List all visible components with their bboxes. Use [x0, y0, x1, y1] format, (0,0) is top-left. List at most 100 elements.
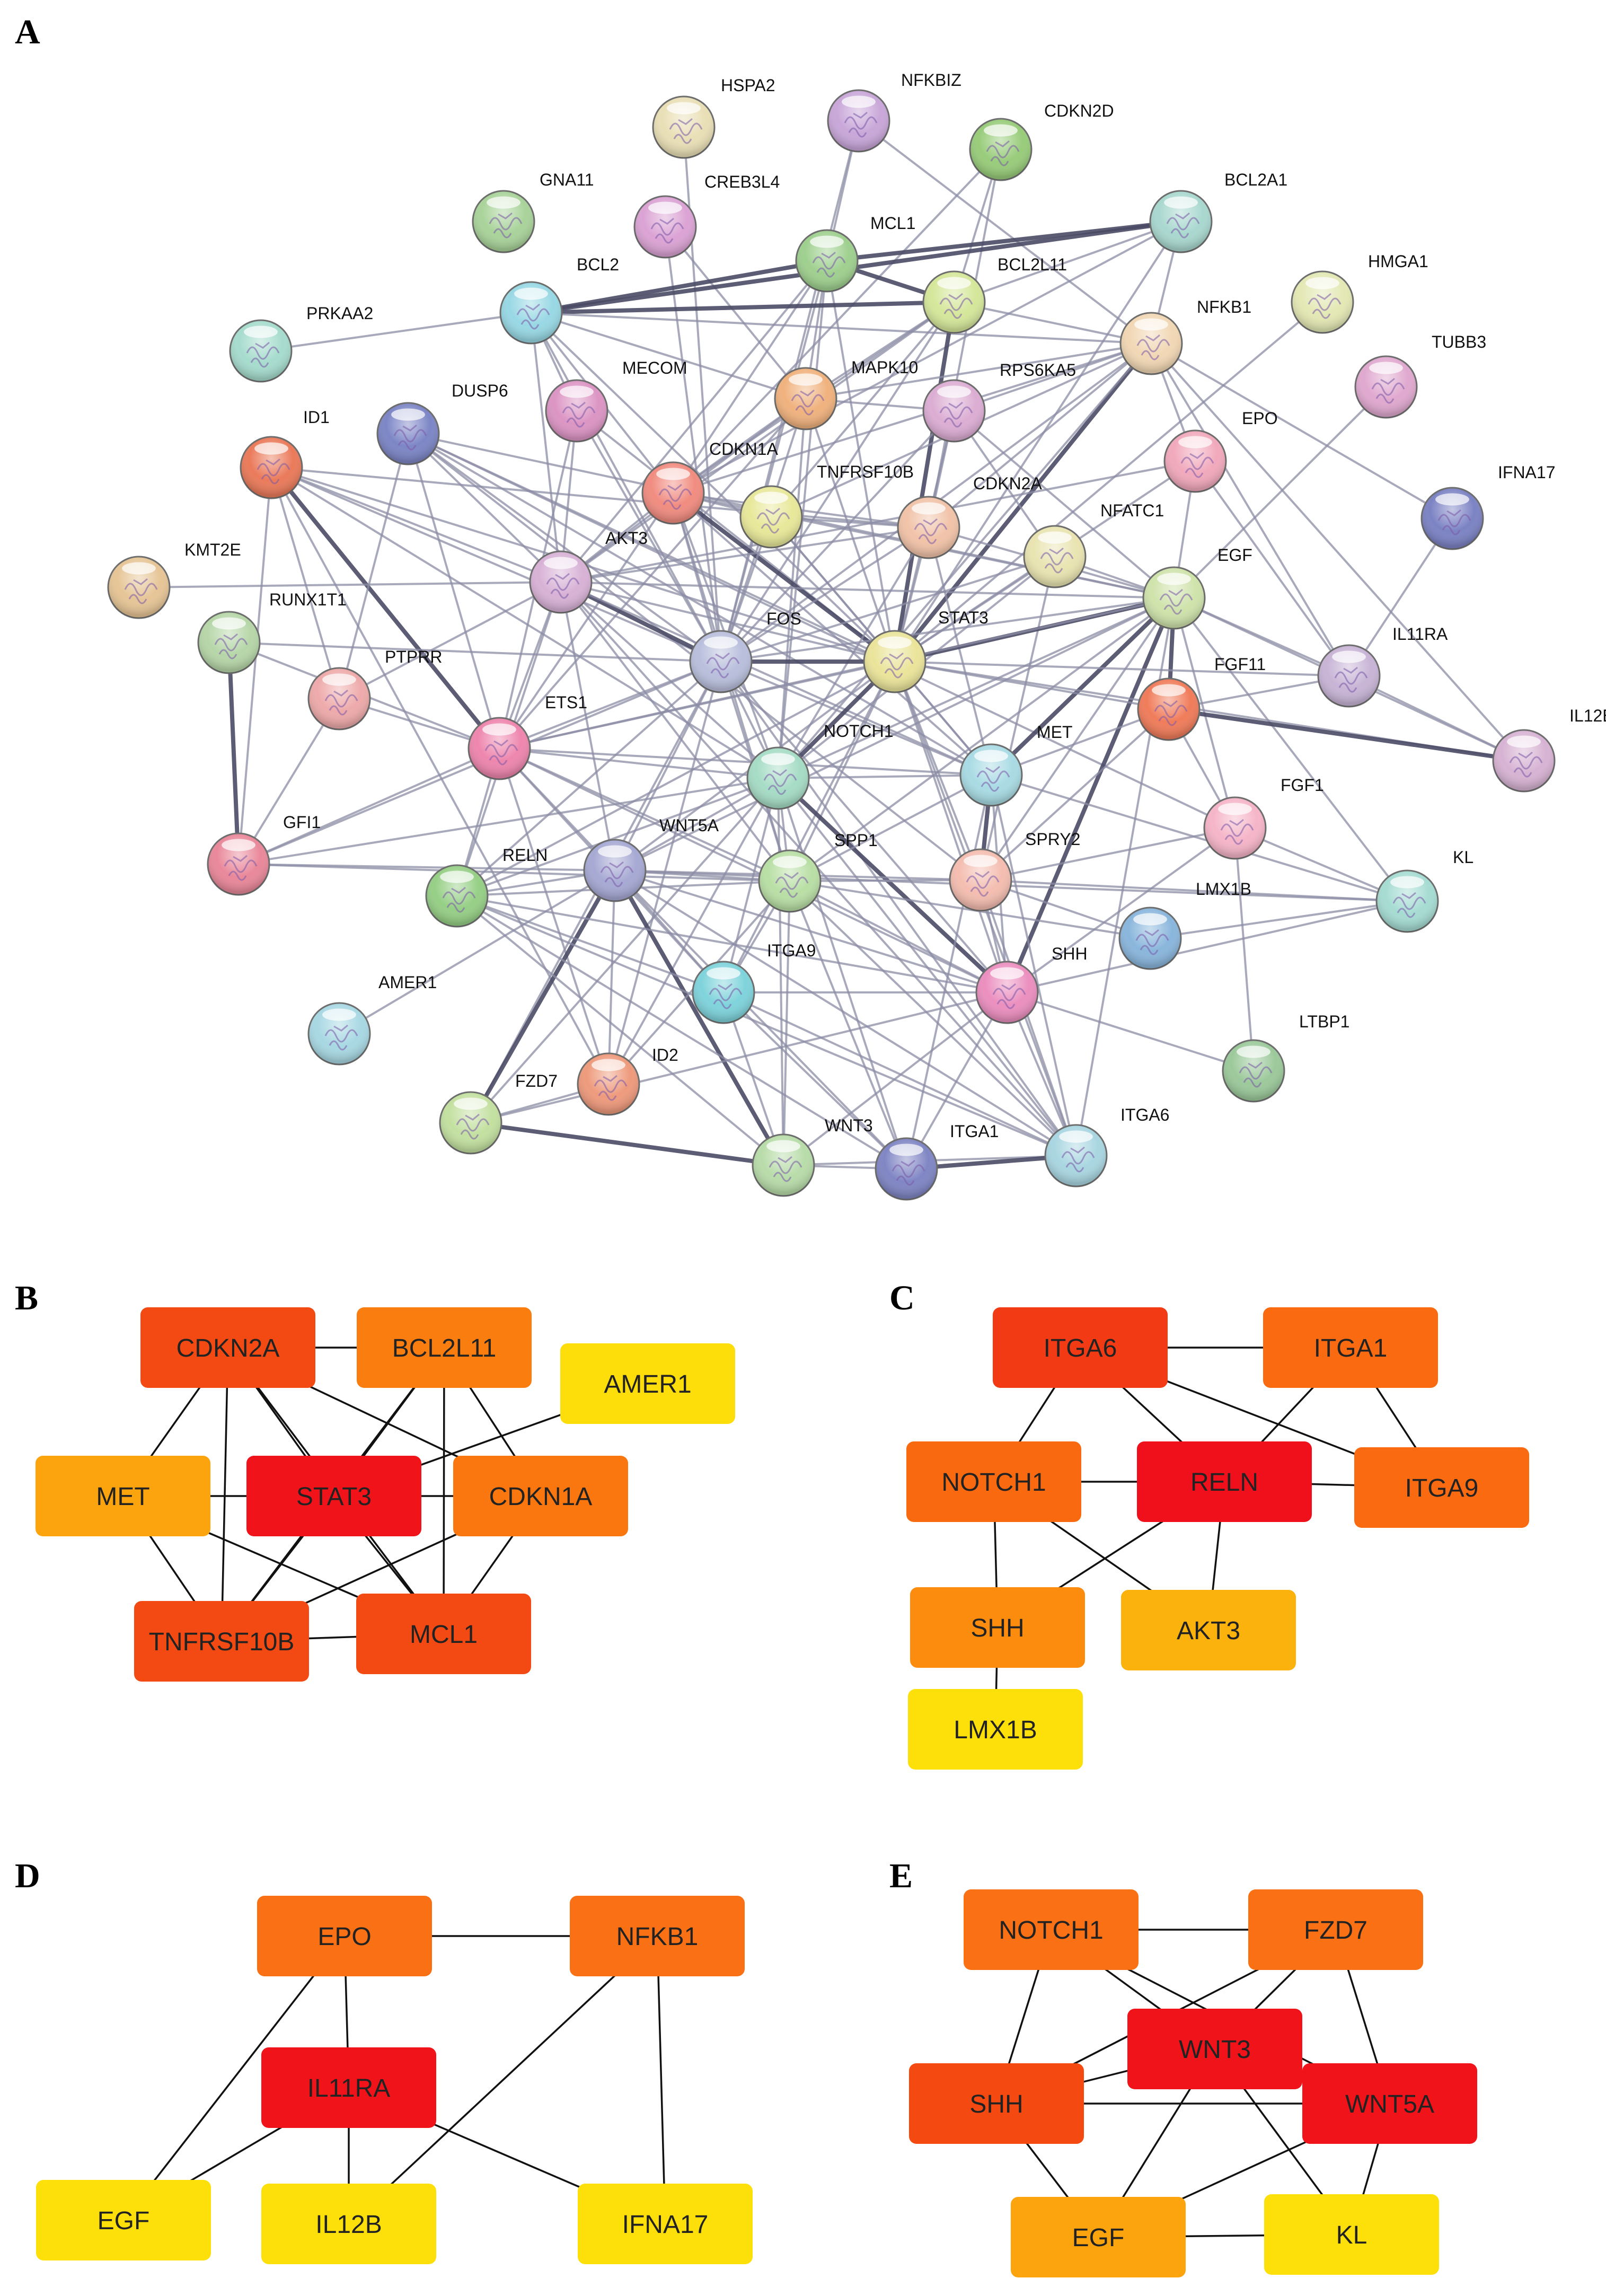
- node-runx1t1[interactable]: RUNX1T1: [197, 590, 347, 674]
- node-wnt5a[interactable]: WNT5A: [583, 816, 719, 902]
- gene-box-wnt5a[interactable]: WNT5A: [1302, 2063, 1477, 2144]
- node-fzd7[interactable]: FZD7: [439, 1071, 558, 1155]
- gene-box-cdkn1a[interactable]: CDKN1A: [453, 1456, 628, 1536]
- protein-structure-icon: [324, 689, 358, 716]
- node-bcl2[interactable]: BCL2: [499, 255, 619, 345]
- node-reln[interactable]: RELN: [425, 846, 548, 928]
- node-hspa2[interactable]: HSPA2: [652, 76, 775, 159]
- node-ifna17[interactable]: IFNA17: [1420, 463, 1555, 550]
- node-id1[interactable]: ID1: [240, 408, 330, 499]
- node-spry2[interactable]: SPRY2: [949, 830, 1080, 912]
- gene-box-itga1[interactable]: ITGA1: [1263, 1307, 1438, 1388]
- node-id2[interactable]: ID2: [577, 1045, 678, 1116]
- gene-box-tnfrsf10b[interactable]: TNFRSF10B: [134, 1601, 309, 1682]
- node-fgf11[interactable]: FGF11: [1137, 655, 1266, 741]
- gene-box-shh[interactable]: SHH: [910, 1587, 1085, 1668]
- node-wnt3[interactable]: WNT3: [752, 1116, 873, 1197]
- protein-structure-icon: [562, 401, 596, 428]
- node-ltbp1[interactable]: LTBP1: [1222, 1012, 1349, 1103]
- node-gloss: [759, 850, 820, 912]
- gene-box-akt3[interactable]: AKT3: [1121, 1590, 1296, 1670]
- gene-box-cdkn2a[interactable]: CDKN2A: [140, 1307, 315, 1388]
- node-il11ra[interactable]: IL11RA: [1317, 624, 1448, 708]
- node-ptprr[interactable]: PTPRR: [307, 647, 442, 731]
- node-fos[interactable]: FOS: [689, 609, 801, 693]
- gene-box-egf[interactable]: EGF: [36, 2180, 211, 2260]
- node-spp1[interactable]: SPP1: [758, 831, 878, 913]
- gene-box-shh[interactable]: SHH: [909, 2063, 1084, 2144]
- node-cdkn1a[interactable]: CDKN1A: [641, 439, 778, 525]
- node-highlight: [514, 287, 548, 300]
- node-creb3l4[interactable]: CREB3L4: [633, 172, 780, 259]
- node-egf[interactable]: EGF: [1142, 546, 1252, 630]
- node-kmt2e[interactable]: KMT2E: [107, 540, 241, 619]
- node-nfkb1[interactable]: NFKB1: [1119, 297, 1251, 375]
- node-rps6ka5[interactable]: RPS6KA5: [922, 360, 1076, 443]
- gene-box-met[interactable]: MET: [36, 1456, 210, 1536]
- node-bcl2l11[interactable]: BCL2L11: [922, 255, 1067, 334]
- node-epo[interactable]: EPO: [1163, 409, 1278, 493]
- node-mcl1[interactable]: MCL1: [795, 214, 915, 293]
- gene-box-itga6[interactable]: ITGA6: [993, 1307, 1168, 1388]
- node-gfi1[interactable]: GFI1: [207, 813, 321, 896]
- gene-box-itga9[interactable]: ITGA9: [1354, 1447, 1529, 1528]
- gene-box-reln[interactable]: RELN: [1137, 1441, 1312, 1522]
- gene-box-mcl1[interactable]: MCL1: [356, 1594, 531, 1674]
- node-amer1[interactable]: AMER1: [307, 973, 437, 1066]
- gene-box-il12b[interactable]: IL12B: [261, 2184, 436, 2264]
- node-label: ID1: [303, 408, 330, 427]
- node-label: BCL2: [577, 255, 619, 274]
- node-itga1[interactable]: ITGA1: [875, 1122, 999, 1201]
- node-itga6[interactable]: ITGA6: [1044, 1105, 1169, 1187]
- node-label: RUNX1T1: [269, 590, 347, 609]
- node-prkaa2[interactable]: PRKAA2: [229, 304, 373, 383]
- protein-structure-icon: [516, 303, 550, 330]
- node-nfkbiz[interactable]: NFKBIZ: [827, 71, 961, 153]
- node-akt3[interactable]: AKT3: [529, 529, 648, 614]
- node-il12b[interactable]: IL12B: [1492, 706, 1606, 793]
- edge-notch1-met: [778, 774, 992, 779]
- node-tubb3[interactable]: TUBB3: [1354, 332, 1486, 419]
- node-stat3[interactable]: STAT3: [863, 608, 989, 693]
- edge-spp1-spry2: [789, 879, 981, 882]
- gene-box-fzd7[interactable]: FZD7: [1248, 1889, 1423, 1970]
- node-notch1[interactable]: NOTCH1: [746, 722, 894, 810]
- node-cdkn2d[interactable]: CDKN2D: [969, 101, 1114, 181]
- gene-box-kl[interactable]: KL: [1264, 2194, 1439, 2275]
- node-bcl2a1[interactable]: BCL2A1: [1149, 170, 1287, 253]
- node-dusp6[interactable]: DUSP6: [376, 381, 508, 465]
- gene-box-fill: [570, 1896, 745, 1976]
- node-fgf1[interactable]: FGF1: [1203, 776, 1324, 860]
- gene-box-stat3[interactable]: STAT3: [246, 1456, 421, 1536]
- node-itga9[interactable]: ITGA9: [692, 941, 816, 1024]
- gene-box-egf[interactable]: EGF: [1011, 2197, 1186, 2277]
- node-cdkn2a[interactable]: CDKN2A: [897, 474, 1042, 559]
- node-shh[interactable]: SHH: [975, 944, 1088, 1024]
- gene-box-nfkb1[interactable]: NFKB1: [570, 1896, 745, 1976]
- gene-box-amer1[interactable]: AMER1: [560, 1343, 735, 1424]
- node-mecom[interactable]: MECOM: [545, 358, 687, 443]
- edge-bcl2-stat3: [530, 312, 896, 663]
- node-mapk10[interactable]: MAPK10: [774, 358, 918, 430]
- node-kl[interactable]: KL: [1375, 848, 1473, 933]
- node-lmx1b[interactable]: LMX1B: [1118, 879, 1251, 970]
- gene-box-ifna17[interactable]: IFNA17: [578, 2184, 753, 2264]
- gene-box-notch1[interactable]: NOTCH1: [906, 1441, 1081, 1522]
- protein-structure-icon: [546, 573, 580, 599]
- node-tnfrsf10b[interactable]: TNFRSF10B: [739, 462, 914, 549]
- node-gna11[interactable]: GNA11: [472, 170, 594, 253]
- node-ets1[interactable]: ETS1: [467, 693, 587, 780]
- gene-box-notch1[interactable]: NOTCH1: [964, 1889, 1139, 1970]
- node-nfatc1[interactable]: NFATC1: [1023, 501, 1164, 588]
- gene-box-bcl2l11[interactable]: BCL2L11: [357, 1307, 532, 1388]
- gene-box-epo[interactable]: EPO: [257, 1896, 432, 1976]
- gene-box-fill: [1264, 2194, 1439, 2275]
- edge-wnt5a-amer1: [338, 869, 616, 1035]
- panel-label-a: A: [15, 13, 40, 51]
- node-met[interactable]: MET: [959, 723, 1073, 807]
- gene-box-lmx1b[interactable]: LMX1B: [908, 1689, 1083, 1770]
- gene-box-wnt3[interactable]: WNT3: [1127, 2009, 1302, 2089]
- node-hmga1[interactable]: HMGA1: [1291, 252, 1428, 334]
- gene-box-il11ra[interactable]: IL11RA: [261, 2047, 436, 2128]
